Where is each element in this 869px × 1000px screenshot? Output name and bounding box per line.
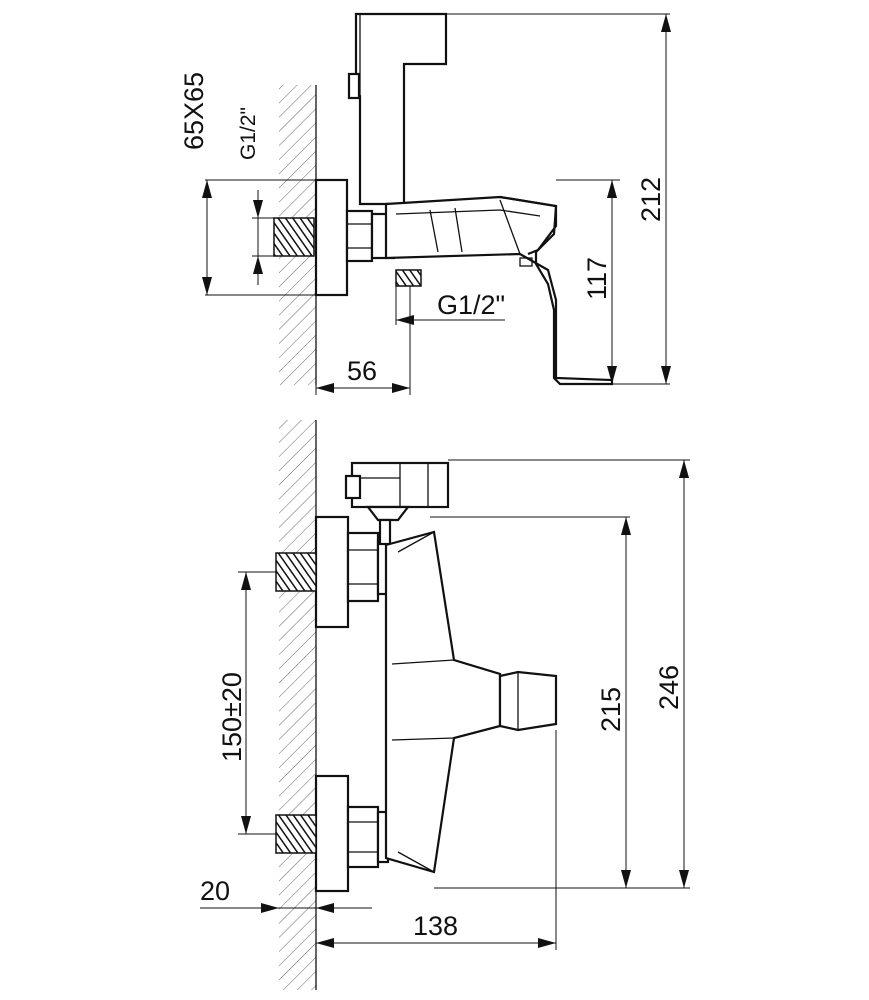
threaded-inlet-top [273,217,315,257]
label-65x65: 65X65 [179,72,209,150]
escutcheon-upper [314,515,350,629]
dim-depth-56: 56 [347,356,377,386]
dim-wall-20: 20 [200,876,230,906]
dim-height-117: 117 [582,257,612,300]
dim-height-215: 215 [596,687,626,732]
front-view: 150±20 20 138 215 246 [200,420,690,990]
escutcheon-plate-top [314,178,349,297]
holder-stem-top [354,12,448,206]
hex-nut-upper [346,531,380,603]
hex-nut-lower [346,805,380,869]
dim-height-246: 246 [654,665,684,710]
dim-spacing-150: 150±20 [217,672,247,762]
threaded-inlet-upper [275,552,317,592]
dim-projection-138: 138 [413,911,458,941]
threaded-inlet-lower [275,814,317,854]
top-view: 65X65 G1/2" G1/2" 56 117 212 [179,12,671,395]
handle-front [498,670,558,732]
outlet-thread-top [395,269,422,287]
label-thread-vertical: G1/2" [237,107,260,160]
dim-height-212: 212 [636,177,666,222]
hex-nut-top [345,209,374,263]
mixer-body-front [384,530,502,874]
wall-section-front [279,420,316,990]
escutcheon-lower [314,774,350,893]
label-thread-outlet: G1/2" [437,290,505,320]
